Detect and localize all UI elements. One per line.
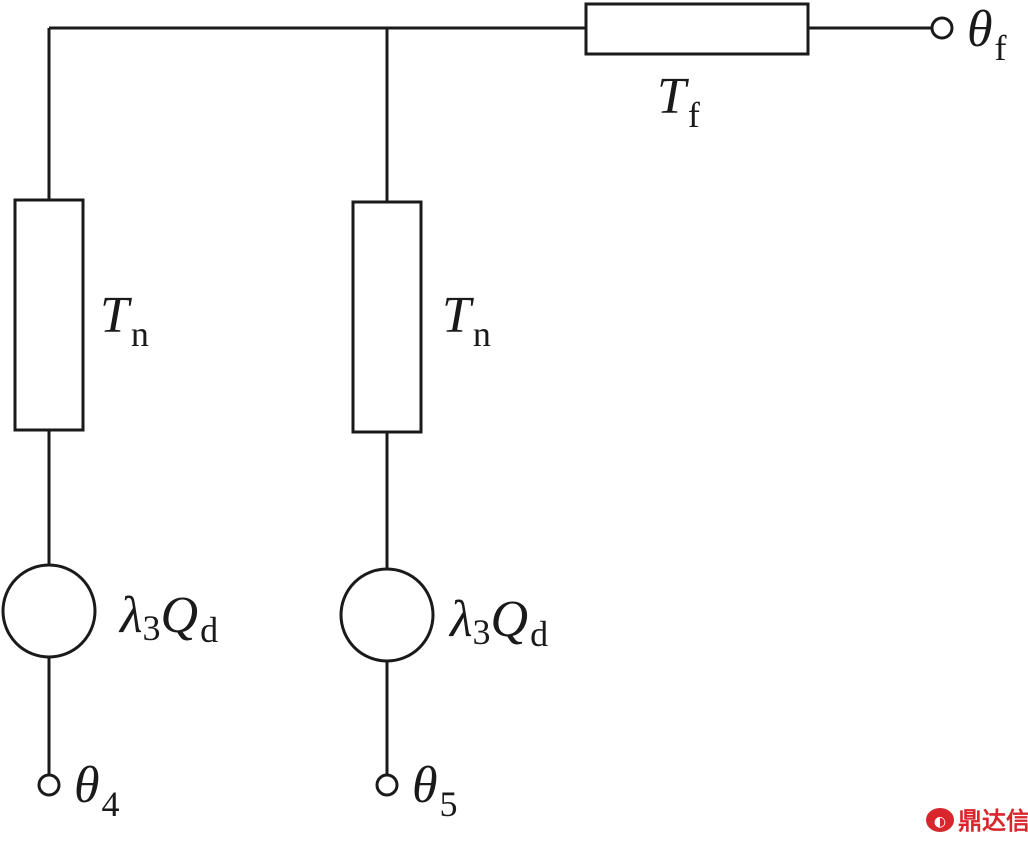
resistor-left-label: Tn [100, 287, 149, 354]
resistor-left [13, 198, 85, 432]
terminal-top-right [930, 16, 954, 40]
terminal-bottom-middle-label: θ5 [412, 757, 458, 824]
source-middle-label: λ3Qd [448, 591, 548, 654]
terminal-top-right-label: θf [967, 1, 1007, 68]
terminal-bottom-middle [375, 773, 399, 797]
terminal-bottom-left-label: θ4 [74, 757, 120, 824]
watermark: ◐ 鼎达信 [926, 807, 1028, 835]
source-left [1, 563, 97, 659]
resistor-middle-label: Tn [442, 287, 491, 354]
watermark-text: 鼎达信 [958, 807, 1028, 835]
watermark-logo-glyph: ◐ [934, 814, 946, 830]
source-middle [339, 567, 435, 663]
watermark-logo-icon [926, 808, 954, 832]
resistor-middle [351, 200, 423, 434]
resistor-top-label: Tf [657, 68, 700, 135]
source-left-label: λ3Qd [118, 587, 218, 650]
terminal-bottom-left [37, 773, 61, 797]
resistor-top [584, 2, 810, 56]
